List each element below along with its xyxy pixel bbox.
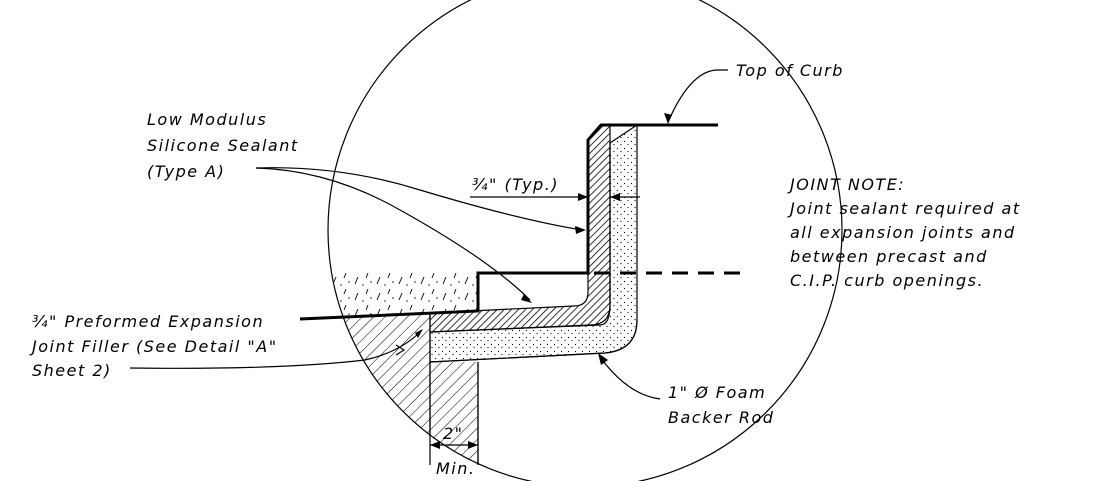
backer-rod-label-line2: Backer Rod	[668, 408, 774, 427]
sealant-label-line2: Silicone Sealant	[147, 136, 299, 155]
sealant-band	[429, 124, 611, 333]
sealant-label-line3: (Type A)	[147, 162, 225, 181]
joint-note-title: JOINT NOTE:	[787, 175, 905, 194]
concrete-slab	[328, 270, 478, 319]
filler-label-line3: Sheet 2)	[32, 361, 112, 380]
filler-label-line2: Joint Filler (See Detail "A"	[29, 337, 278, 356]
filler-label-line1: ¾" Preformed Expansion	[32, 312, 264, 331]
top-of-curb-label: Top of Curb	[736, 61, 844, 80]
joint-note-line2: all expansion joints and	[790, 223, 1016, 242]
curb-outline	[299, 123, 718, 321]
typ-dimension-label: ¾" (Typ.)	[472, 175, 559, 194]
joint-note-line4: C.I.P. curb openings.	[790, 271, 984, 290]
backer-rod-label-line1: 1" Ø Foam	[668, 383, 766, 402]
joint-note-line3: between precast and	[790, 247, 988, 266]
detail-circle	[327, 0, 843, 481]
joint-note-line1: Joint sealant required at	[787, 199, 1021, 218]
min-dimension-label: Min.	[436, 459, 475, 478]
min-dimension-value: 2"	[443, 424, 464, 443]
sealant-label-line1: Low Modulus	[147, 110, 267, 129]
